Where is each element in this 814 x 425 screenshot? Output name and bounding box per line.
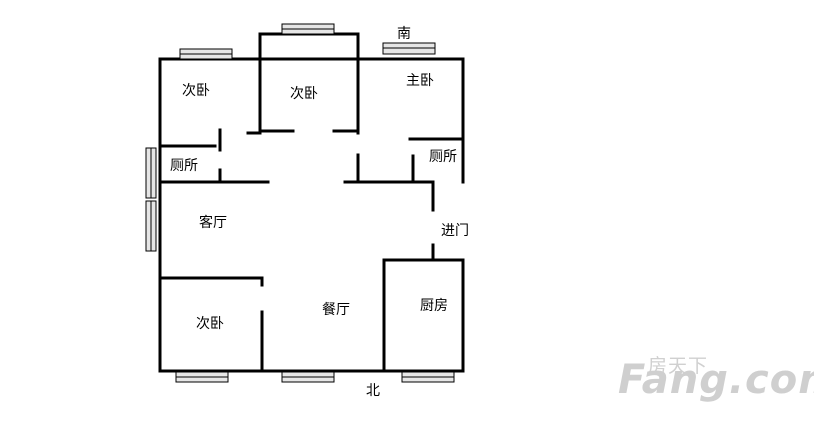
room-label-secondary-bedroom-top-mid: 次卧 xyxy=(290,86,318,102)
room-label-master-bedroom: 主卧 xyxy=(406,73,434,89)
window-left-lower xyxy=(145,200,157,252)
room-label-secondary-bedroom-top-left: 次卧 xyxy=(182,83,210,99)
watermark-chinese: 房天下 xyxy=(648,355,709,377)
window-top-left xyxy=(179,48,233,60)
compass-north-label: 北 xyxy=(366,383,380,399)
interior-walls xyxy=(158,57,465,373)
room-label-kitchen: 厨房 xyxy=(420,298,448,314)
room-label-secondary-bedroom-bottom: 次卧 xyxy=(196,316,224,332)
window-top-mid xyxy=(281,23,335,35)
window-left-upper xyxy=(145,147,157,199)
room-label-bathroom-left: 厕所 xyxy=(170,158,198,174)
window-bottom-mid xyxy=(281,371,335,383)
watermark-brand: Fang.com xyxy=(618,357,814,403)
room-label-dining-room: 餐厅 xyxy=(322,302,350,318)
room-label-bathroom-right: 厕所 xyxy=(429,149,457,165)
window-bottom-left xyxy=(175,371,229,383)
room-label-living-room: 客厅 xyxy=(199,214,227,231)
window-top-right xyxy=(382,42,436,55)
window-bottom-right xyxy=(401,371,455,383)
room-label-entrance: 进门 xyxy=(441,223,469,239)
compass-south-label: 南 xyxy=(397,26,411,42)
windows xyxy=(145,23,455,383)
